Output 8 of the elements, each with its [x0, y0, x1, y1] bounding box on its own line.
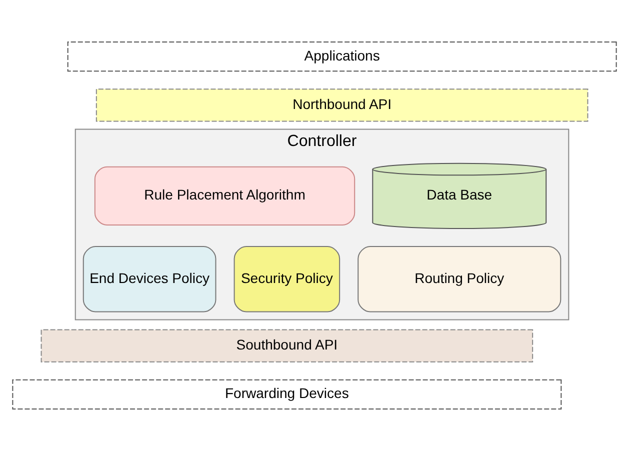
node-box: End Devices Policy [82, 246, 216, 312]
node-box: Applications [67, 41, 617, 72]
node-box: Forwarding Devices [12, 378, 562, 409]
node-box: Southbound API [40, 328, 534, 362]
node-box: Security Policy [234, 246, 340, 312]
node-box: Rule Placement Algorithm [94, 166, 356, 225]
node-box: Northbound API [96, 88, 588, 122]
node-box: Routing Policy [358, 246, 562, 312]
